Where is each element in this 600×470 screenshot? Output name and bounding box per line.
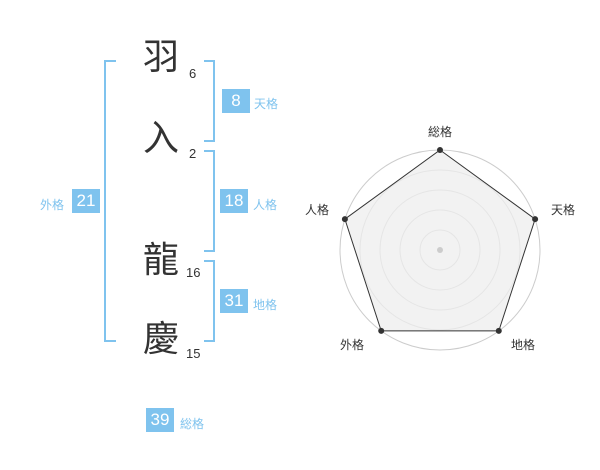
radar-area: [344, 149, 536, 332]
jinkaku-value-badge: 18: [220, 189, 248, 213]
jinkaku-label: 人格: [253, 198, 278, 212]
jinkaku-bracket: [204, 150, 215, 252]
chikaku-value-badge: 31: [220, 289, 248, 313]
radar-point: [532, 216, 539, 223]
chikaku-label: 地格: [253, 298, 278, 312]
gaikaku-value-badge: 21: [72, 189, 100, 213]
tenkaku-bracket: [204, 60, 215, 142]
tenkaku-value-badge: 8: [222, 89, 250, 113]
radar-axis-label-jinkaku: 人格: [305, 203, 330, 217]
gaikaku-bracket: [104, 60, 116, 342]
gaikaku-label: 外格: [40, 198, 65, 212]
soukaku-value-badge: 39: [146, 408, 174, 432]
name-char-2: 入: [143, 118, 180, 159]
radar-axis-label-soukaku: 総格: [428, 125, 453, 139]
radar-point: [341, 216, 348, 223]
radar-point: [437, 147, 443, 153]
name-char-1: 羽: [143, 37, 180, 78]
chikaku-bracket: [204, 260, 215, 342]
soukaku-label: 総格: [180, 417, 205, 431]
radar-points: [341, 147, 539, 334]
radar-point: [378, 327, 385, 334]
name-char-3: 龍: [143, 240, 180, 281]
radar-axis-label-tenkaku: 天格: [551, 203, 576, 217]
stroke-count-2: 2: [189, 146, 197, 161]
stroke-count-4: 15: [186, 346, 201, 361]
radar-axis-label-gaikaku: 外格: [340, 338, 365, 352]
radar-axis-label-chikaku: 地格: [511, 338, 536, 352]
stroke-count-3: 16: [186, 265, 201, 280]
name-char-4: 慶: [143, 319, 180, 360]
stroke-count-1: 6: [189, 66, 197, 81]
radar-point: [495, 327, 502, 334]
tenkaku-label: 天格: [254, 97, 279, 111]
radar-center-dot: [437, 247, 443, 253]
